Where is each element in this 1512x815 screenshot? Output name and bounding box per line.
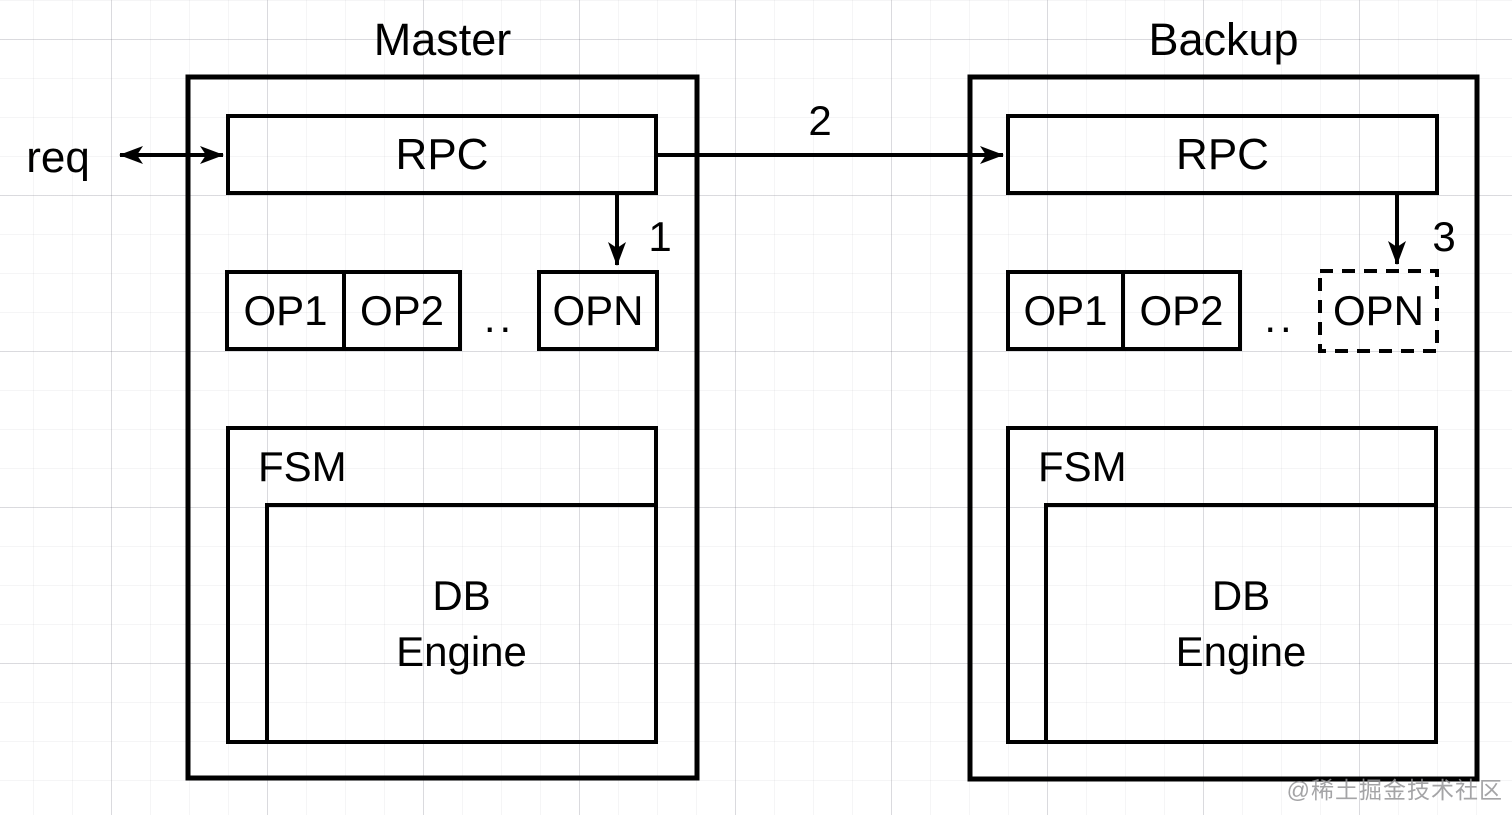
master-db-engine-box [265,503,658,744]
backup-op2-box [1121,270,1242,351]
backup-op1-label: OP1 [1023,286,1108,334]
backup-container-box [967,74,1480,782]
backup-db-engine-label: DB Engine [1046,505,1436,742]
step-3-label: 3 [1432,213,1456,260]
backup-db-engine-box [1044,503,1438,744]
master-rpc-box [226,114,658,195]
master-opn-label: OPN [552,286,644,334]
master-op2-label: OP2 [359,286,445,334]
master-opn-box [537,270,659,351]
backup-opn-label: OPN [1332,287,1424,334]
watermark-text: @稀土掘金技术社区 [1286,777,1503,803]
master-db-line2: Engine [396,627,527,675]
master-container-box [185,74,700,781]
backup-op2-label: OP2 [1139,286,1224,334]
master-rpc-label: RPC [395,129,489,179]
master-db-line1: DB [432,572,491,620]
backup-fsm-label: FSM [1038,443,1127,490]
backup-db-line2: Engine [1175,627,1307,675]
req-label: req [26,133,90,182]
backup-title: Backup [1148,14,1299,65]
backup-opn-dashed-box [1318,269,1439,353]
master-op2-box [342,270,462,351]
master-op1-label: OP1 [243,286,328,334]
master-db-engine-label: DB Engine [267,505,656,742]
master-title: Master [373,14,512,65]
step-1-label: 1 [648,213,672,260]
backup-ops-ellipsis: .. [1264,294,1296,341]
step-2-label: 2 [808,97,832,144]
master-fsm-label: FSM [258,443,347,490]
backup-db-line1: DB [1211,572,1271,620]
backup-rpc-label: RPC [1176,129,1269,179]
backup-rpc-box [1006,114,1439,195]
master-ops-ellipsis: .. [483,294,516,341]
